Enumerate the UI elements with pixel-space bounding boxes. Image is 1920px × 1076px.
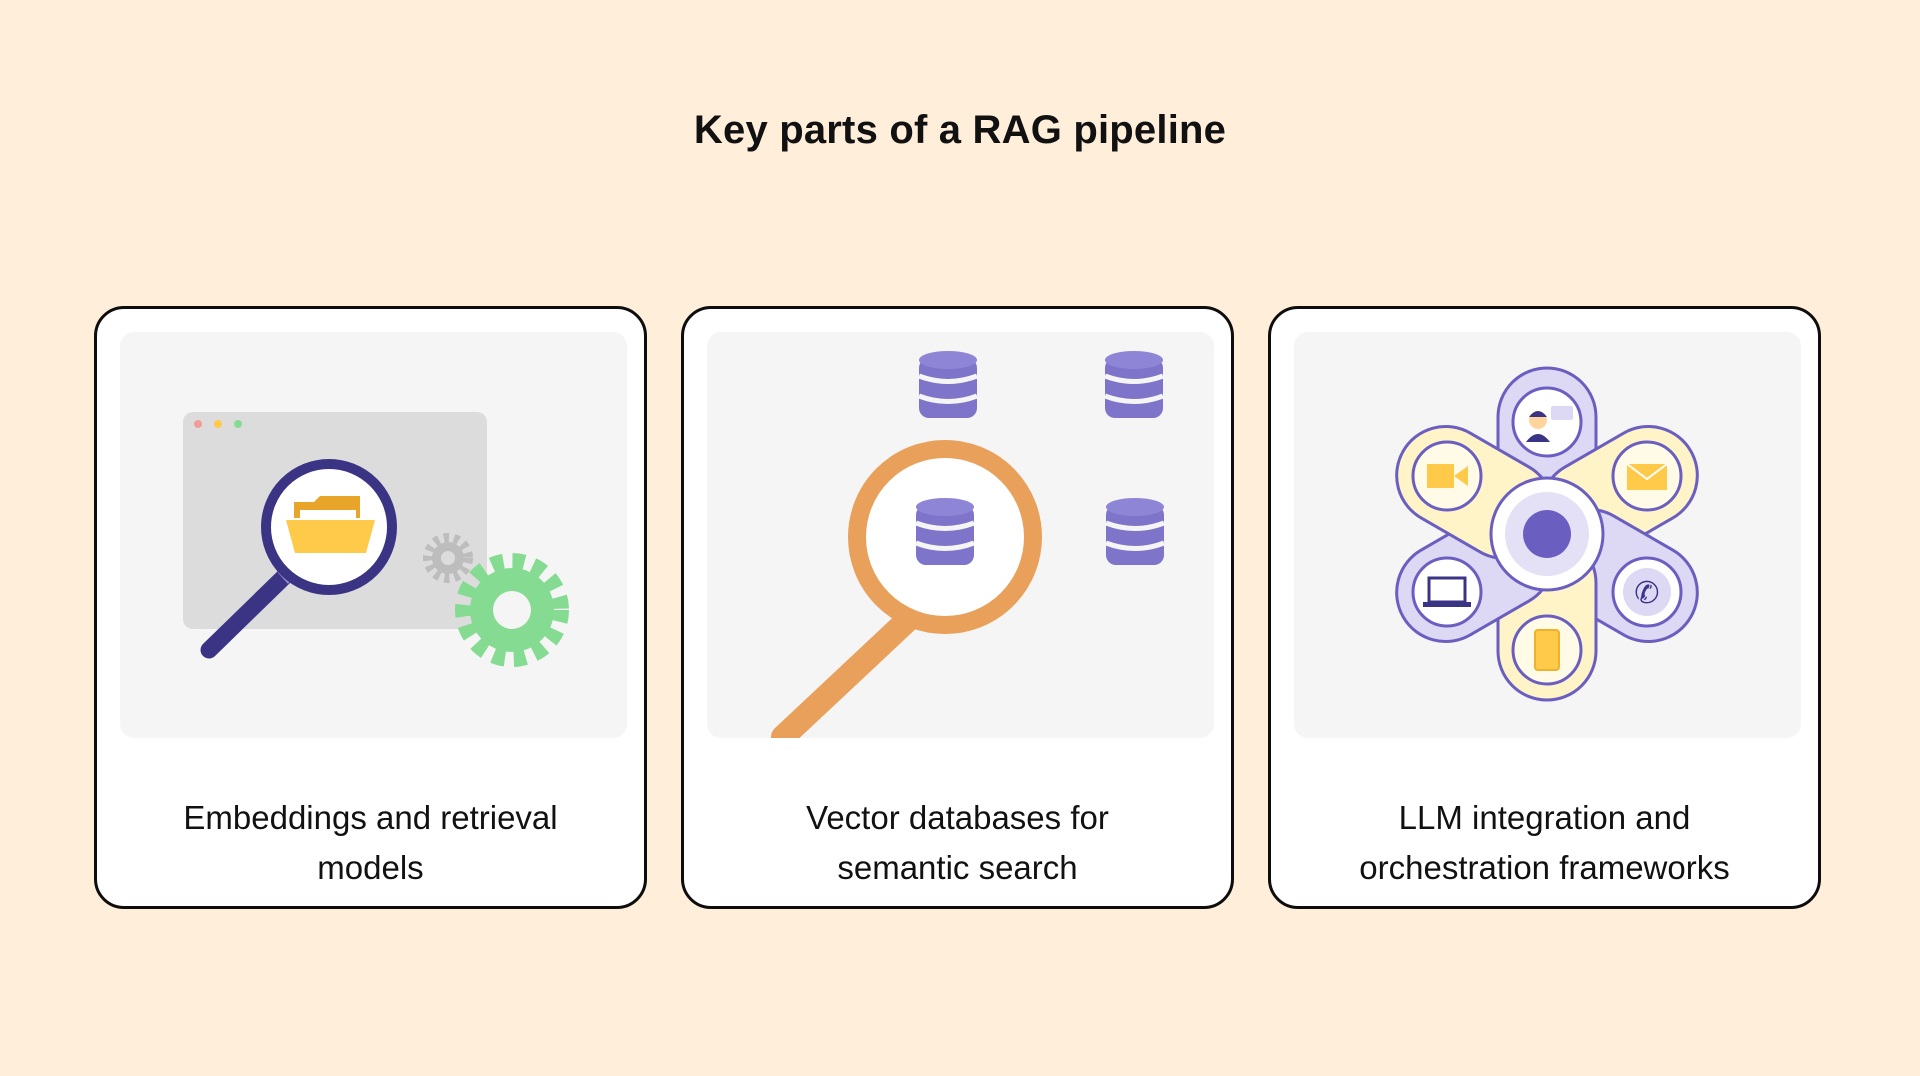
caption-line: orchestration frameworks	[1359, 849, 1730, 886]
phone-icon: ✆	[1611, 556, 1683, 628]
caption-line: Vector databases for	[806, 799, 1109, 836]
caption-line: Embeddings and retrieval	[183, 799, 558, 836]
hub-icon	[1489, 476, 1605, 592]
database-icon	[1105, 351, 1163, 418]
video-icon	[1411, 440, 1483, 512]
gear-icon	[455, 553, 569, 667]
folder-icon	[286, 496, 375, 553]
small-gear-icon	[423, 533, 473, 583]
page-title: Key parts of a RAG pipeline	[693, 108, 1227, 152]
card-caption: Vector databases for semantic search	[704, 793, 1211, 893]
card-vector-databases: Vector databases for semantic search	[681, 306, 1234, 909]
card-embeddings: Embeddings and retrieval models	[94, 306, 647, 909]
vector-db-illustration	[707, 332, 1214, 738]
magnifier-icon	[771, 440, 1042, 738]
caption-line: models	[317, 849, 424, 886]
database-icon	[916, 498, 974, 565]
card-caption: Embeddings and retrieval models	[117, 793, 624, 893]
laptop-icon	[1411, 556, 1483, 628]
embeddings-illustration	[120, 332, 627, 738]
card-llm-integration: ✆	[1268, 306, 1821, 909]
mobile-icon	[1511, 614, 1583, 686]
caption-line: LLM integration and	[1398, 799, 1691, 836]
caption-line: semantic search	[837, 849, 1078, 886]
agent-icon	[1511, 386, 1583, 458]
card-caption: LLM integration and orchestration framew…	[1291, 793, 1798, 893]
database-icon	[1106, 498, 1164, 565]
svg-text:✆: ✆	[1634, 576, 1659, 611]
llm-integration-illustration: ✆	[1294, 332, 1801, 738]
email-icon	[1611, 440, 1683, 512]
database-icon	[919, 351, 977, 418]
